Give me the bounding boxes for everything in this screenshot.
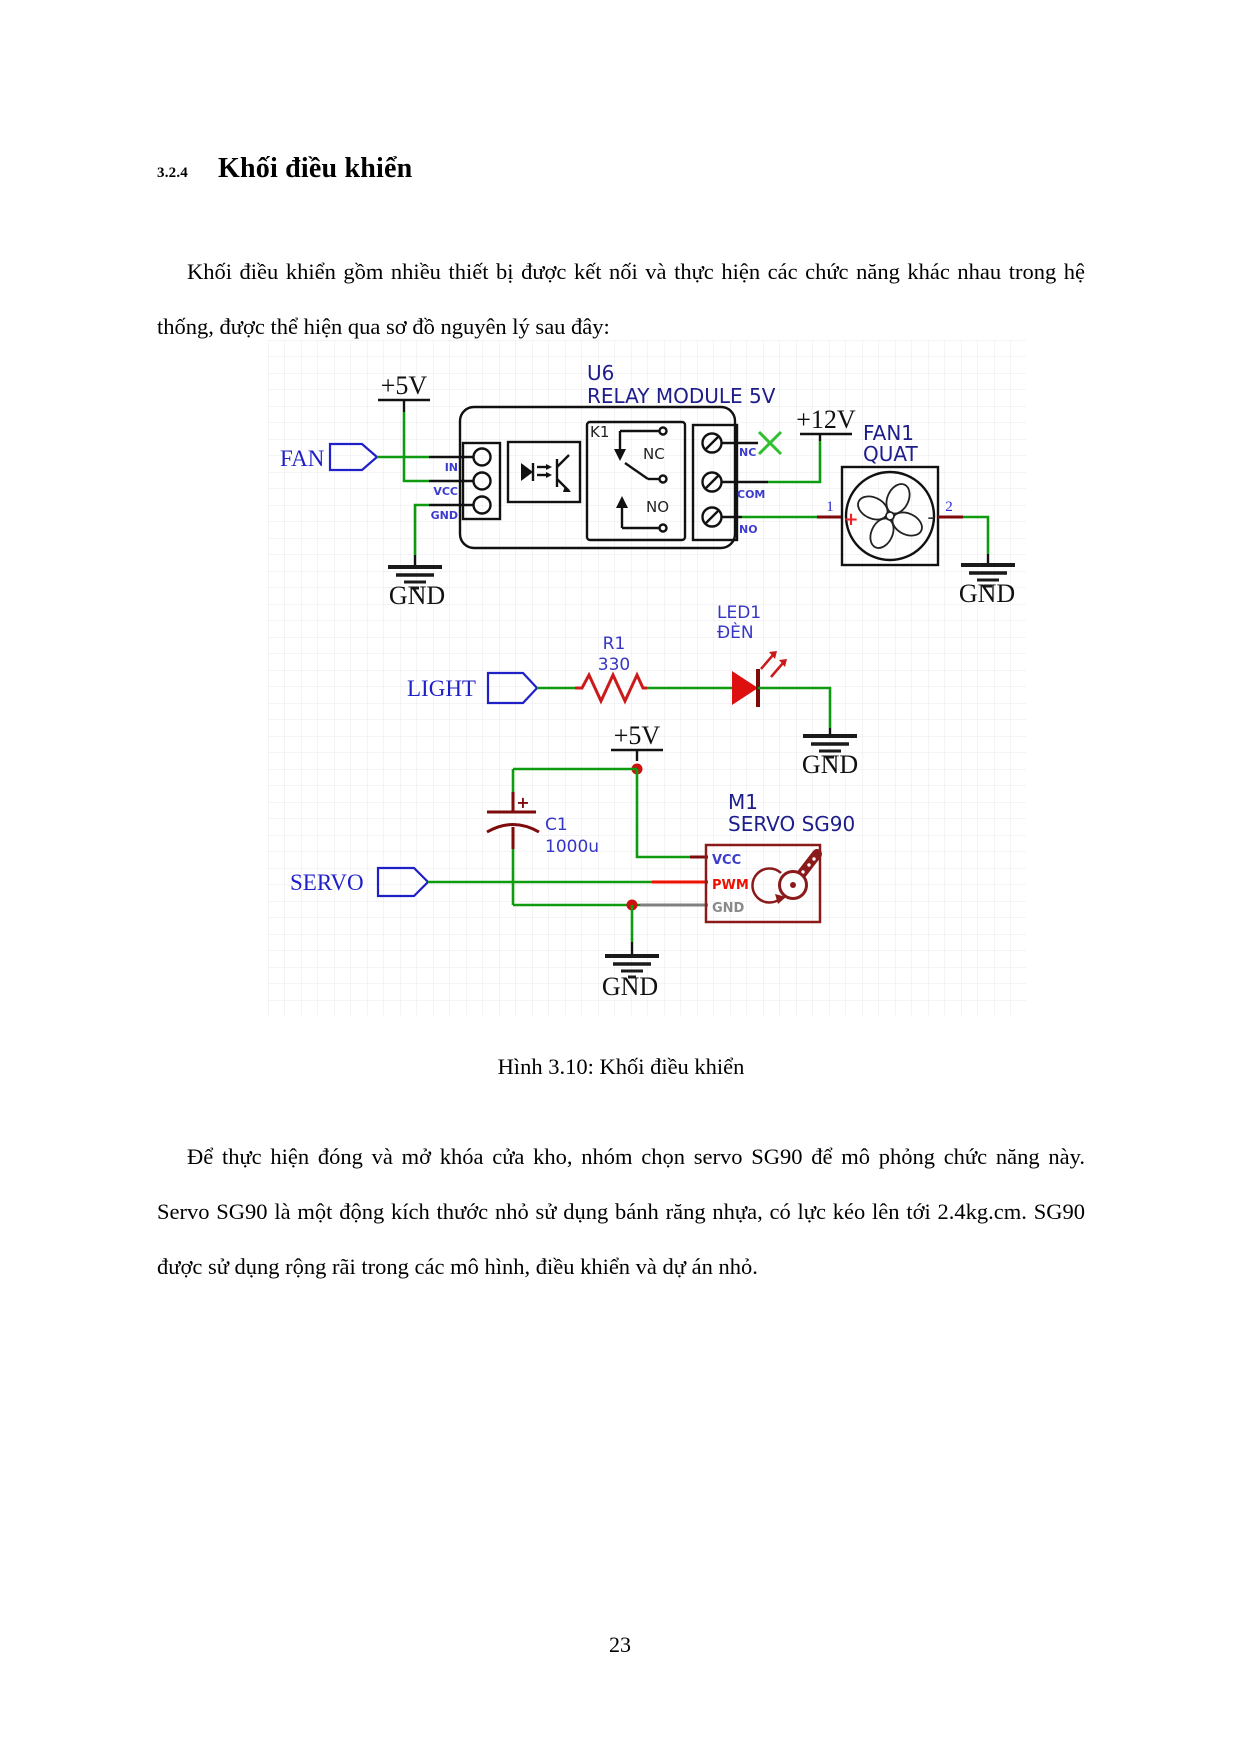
pin-label-in: IN — [445, 461, 458, 474]
relay-k1-box — [585, 420, 687, 542]
power-5v2-label: +5V — [614, 721, 661, 750]
led-circuit: LED1 ĐÈN R1 330 LIGHT GND — [407, 603, 859, 779]
pin-label-gnd: GND — [431, 509, 458, 522]
figure-caption: Hình 3.10: Khối điều khiển — [497, 1053, 745, 1079]
fan1-ref: FAN1 — [863, 421, 914, 445]
k1-no-label: NO — [646, 498, 669, 516]
terminal-vcc — [472, 471, 492, 491]
section-number: 3.2.4 — [157, 165, 188, 181]
ground-label-servo: GND — [602, 972, 658, 1001]
relay-module-name: RELAY MODULE 5V — [587, 384, 776, 408]
net-label-servo: SERVO — [290, 870, 364, 895]
screw-com-slash — [704, 474, 720, 490]
optocoupler — [506, 440, 582, 504]
screw-no-slash — [704, 509, 720, 525]
wire-fan-to-gnd — [963, 515, 990, 554]
servo-motor: M1 SERVO SG90 VCC PWM GND — [704, 790, 855, 924]
cap-plate-curved — [486, 823, 540, 834]
servo-circuit: +5V + C1 1000u SERVO — [290, 721, 855, 1001]
led-light-arrow2 — [770, 662, 784, 678]
net-label-fan: FAN — [280, 446, 325, 471]
section-title: Khối điều khiển — [218, 153, 413, 184]
opto-led-icon — [521, 463, 533, 481]
servo-value: SERVO SG90 — [728, 812, 855, 836]
resistor-value: 330 — [598, 655, 630, 675]
fan-pin1-number: 1 — [826, 499, 834, 515]
out-label-no: NO — [739, 523, 758, 536]
led-value: ĐÈN — [717, 621, 754, 643]
relay-k1: K1 NC NO — [585, 420, 687, 542]
fan-circle — [844, 470, 936, 562]
k1-nc-label: NC — [643, 445, 665, 463]
schematic-grid — [268, 340, 1026, 1016]
screw-nc-slash — [704, 435, 720, 451]
servo-ref: M1 — [728, 790, 758, 814]
no-connect-x2 — [757, 430, 783, 456]
opto-arrow2-head — [546, 472, 552, 478]
k1-nc-point — [658, 426, 668, 436]
relay-k1-ref: K1 — [590, 423, 609, 441]
servo-pin-vcc: VCC — [712, 853, 741, 868]
net-flag-light — [486, 671, 539, 705]
opto-collector — [556, 454, 570, 468]
optocoupler-box — [506, 440, 582, 504]
wire-5v-to-vcc — [402, 412, 429, 483]
fan1-value: QUAT — [863, 442, 919, 466]
opto-arrow1-head — [546, 464, 552, 470]
power-5v-label: +5V — [381, 371, 428, 400]
ground-label-led: GND — [802, 750, 858, 779]
net-flag-fan — [328, 442, 379, 472]
terminal-gnd — [472, 495, 492, 515]
led-triangle — [732, 671, 758, 705]
ground-label-left: GND — [389, 581, 445, 610]
resistor-zigzag — [575, 671, 647, 705]
servo-pin-gnd: GND — [712, 901, 745, 916]
cap-value: 1000u — [545, 837, 599, 857]
servo-box — [704, 843, 822, 924]
wire-led-to-gnd — [758, 686, 832, 728]
pin-label-vcc: VCC — [433, 485, 458, 498]
relay-module-box — [458, 405, 737, 550]
k1-no-point — [658, 523, 668, 533]
fan-blades-icon — [857, 483, 923, 549]
out-label-nc: NC — [739, 446, 756, 459]
circuit-schematic: +5V FAN U6 RELAY MODULE 5V — [268, 340, 1026, 1016]
ground-label-right: GND — [959, 579, 1015, 608]
paragraph-servo: Để thực hiện đóng và mở khóa cửa kho, nh… — [157, 1143, 1085, 1279]
output-terminal-block: NC COM NO — [691, 423, 783, 542]
led-light-arrow1-head — [769, 651, 777, 659]
input-terminal-block — [461, 441, 502, 521]
relay-fan-circuit: +5V FAN U6 RELAY MODULE 5V — [280, 361, 1017, 610]
fan-pin2-number: 2 — [945, 499, 953, 515]
power-12v-label: +12V — [796, 405, 856, 434]
out-label-com: COM — [737, 488, 765, 501]
fan-plus-sign: + — [843, 509, 858, 530]
fan-load: FAN1 QUAT 1 + - — [742, 421, 1017, 608]
relay-module-ref: U6 — [587, 361, 614, 385]
section-heading: 3.2.4 Khối điều khiển — [157, 153, 412, 185]
cap-plus-sign: + — [516, 793, 529, 812]
fan-minus-sign: - — [927, 505, 934, 529]
servo-pin-pwm: PWM — [712, 878, 749, 893]
terminal-in — [472, 447, 492, 467]
net-label-light: LIGHT — [407, 676, 476, 701]
servo-horn-icon — [751, 849, 822, 904]
page-number: 23 — [609, 1632, 631, 1657]
opto-emitter-arrow — [563, 486, 571, 492]
k1-pole-arm — [624, 462, 649, 480]
k1-nc-arrow — [614, 449, 626, 461]
net-flag-servo — [376, 866, 430, 898]
circuit-schematic-figure: +5V FAN U6 RELAY MODULE 5V — [268, 340, 1026, 1016]
wire-gnd-left — [413, 503, 429, 555]
cap-ref: C1 — [545, 815, 568, 835]
wire-12v-to-com — [768, 441, 822, 484]
k1-com-point — [658, 474, 668, 484]
wire-5v-to-servo-vcc — [635, 769, 690, 859]
resistor-ref: R1 — [603, 634, 626, 654]
led-light-arrow2-head — [779, 659, 787, 667]
led-light-arrow1 — [760, 654, 774, 670]
k1-no-arrow — [616, 496, 628, 508]
paragraph-intro: Khối điều khiển gồm nhiều thiết bị được … — [157, 258, 1085, 339]
led-ref: LED1 — [717, 603, 761, 623]
